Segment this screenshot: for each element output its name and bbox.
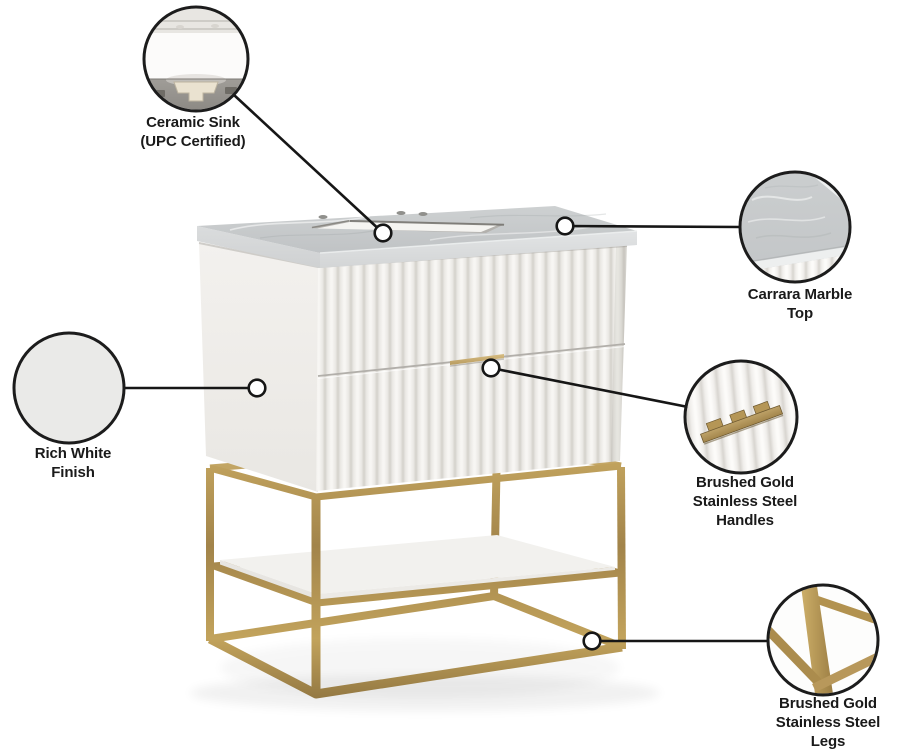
connector-lines — [124, 94, 769, 643]
base-frame — [206, 441, 626, 699]
base-leg-right — [617, 466, 626, 650]
callout-label-rich-white: Rich White Finish — [0, 444, 158, 482]
anchor-dot-legs — [582, 631, 602, 651]
callout-label-ceramic-sink: Ceramic Sink (UPC Certified) — [108, 113, 278, 151]
callout-label-line: Stainless Steel — [692, 493, 798, 510]
base-shelf — [212, 535, 621, 607]
callout-circle-carrara-marble — [738, 170, 852, 284]
marble-top — [197, 206, 638, 268]
callout-label-line: Finish — [51, 464, 95, 481]
handle-detail — [700, 400, 784, 445]
callout-label-line: Rich White — [34, 445, 112, 462]
callout-label-line: Handles — [716, 512, 774, 529]
anchor-dot-carrara-marble — [555, 216, 575, 236]
callout-circle-rich-white — [12, 331, 126, 445]
connector-line-carrara-marble — [564, 224, 742, 229]
callout-label-line: Legs — [810, 733, 846, 750]
leg-post-detail — [801, 586, 833, 694]
anchor-dot-handles — [481, 358, 501, 378]
cabinet-side-panel — [199, 242, 318, 492]
callout-circle-legs — [766, 583, 880, 697]
callout-circle-handles — [683, 359, 799, 475]
connector-line-ceramic-sink — [233, 94, 384, 234]
cabinet-fluted-front — [316, 244, 627, 491]
callout-label-line: Brushed Gold — [696, 474, 794, 491]
callout-label-line: Carrara Marble — [747, 286, 853, 303]
floor-shadow — [190, 675, 660, 711]
callout-label-line: Stainless Steel — [775, 714, 881, 731]
callout-label-legs: Brushed Gold Stainless Steel Legs — [743, 694, 900, 751]
callout-circle-ceramic-sink — [142, 5, 250, 113]
connector-line-handles — [490, 366, 689, 409]
rich-white-swatch — [12, 331, 126, 445]
callout-label-line: Brushed Gold — [779, 695, 877, 712]
callout-label-line: Ceramic Sink — [146, 114, 240, 131]
callout-label-line: Top — [786, 305, 814, 322]
anchor-dots — [247, 216, 602, 651]
anchor-dot-ceramic-sink — [373, 223, 393, 243]
callout-label-handles: Brushed Gold Stainless Steel Handles — [660, 473, 830, 530]
sink-cutout — [310, 220, 505, 233]
sink-drain-detail — [173, 81, 219, 102]
callout-label-carrara-marble: Carrara Marble Top — [715, 285, 885, 323]
cabinet — [198, 242, 628, 492]
callout-label-line: (UPC Certified) — [140, 133, 246, 150]
faucet-holes — [318, 211, 428, 219]
anchor-dot-rich-white — [247, 378, 267, 398]
